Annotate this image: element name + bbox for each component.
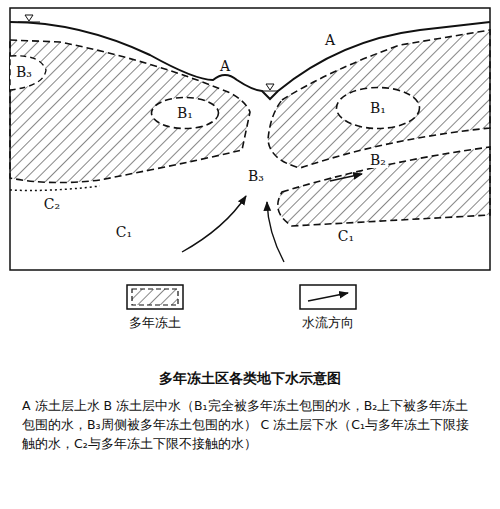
region-label: A [323,32,337,48]
region-label: C₂ [42,196,62,212]
flow-arrow [182,196,246,252]
frame [10,8,490,270]
region-label: C₁ [336,228,356,244]
water-lens: B₁ [335,86,421,130]
figure-caption: A 冻土层上水 B 冻土层中水（B₁完全被多年冻土包围的水，B₂上下被多年冻土包… [22,396,478,453]
legend-arrow-swatch [298,283,358,311]
region-label: B₂ [368,152,388,168]
legend-hatch-swatch [125,283,185,311]
legend-item: 多年冻土 [125,283,185,332]
region-label: B₃ [14,64,34,80]
c2-boundary [10,186,100,191]
lens-label: B₁ [177,105,193,121]
permafrost-right-upper [268,30,490,168]
legend-text: 多年冻土 [125,314,185,332]
ground-surface [10,22,490,99]
water-level-symbol [18,15,278,91]
region-label: B₃ [246,168,266,184]
permafrost-left [10,40,250,183]
legend-text: 水流方向 [298,314,358,332]
lens-label: B₁ [370,100,386,116]
figure-title: 多年冻土区各类地下水示意图 [0,370,500,388]
flow-arrow [267,202,284,262]
flow-arrow [330,174,362,181]
region-label: C₁ [114,224,134,240]
b3-pocket [10,56,46,90]
legend-item: 水流方向 [298,283,358,332]
permafrost-right-lower [278,147,490,226]
water-lens: B₁ [150,96,220,130]
region-label: A [218,58,232,74]
